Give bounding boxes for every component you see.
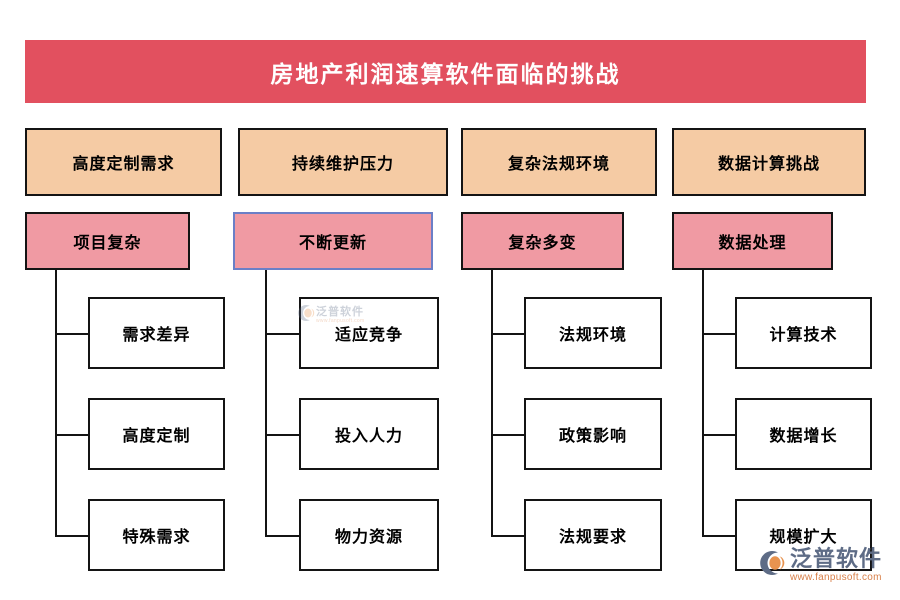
leaf-box-1-1[interactable]: 需求差异 (88, 297, 225, 369)
connector-stub-2-2 (265, 434, 299, 436)
leaf-box-1-3[interactable]: 特殊需求 (88, 499, 225, 571)
leaf-box-3-3[interactable]: 法规要求 (524, 499, 662, 571)
connector-stub-2-3 (265, 535, 299, 537)
leaf-box-3-2[interactable]: 政策影响 (524, 398, 662, 470)
watermark-url: www.fanpusoft.com (790, 572, 882, 583)
subcategory-box-3[interactable]: 复杂多变 (461, 212, 624, 270)
connector-trunk-1 (55, 270, 57, 535)
subcategory-box-4[interactable]: 数据处理 (672, 212, 833, 270)
connector-stub-3-2 (491, 434, 524, 436)
subcategory-box-1[interactable]: 项目复杂 (25, 212, 190, 270)
leaf-box-1-2[interactable]: 高度定制 (88, 398, 225, 470)
connector-stub-3-3 (491, 535, 524, 537)
connector-stub-4-3 (702, 535, 735, 537)
connector-trunk-4 (702, 270, 704, 535)
diagram-title: 房地产利润速算软件面临的挑战 (270, 60, 621, 87)
leaf-box-2-1[interactable]: 适应竞争 (299, 297, 439, 369)
leaf-box-2-3[interactable]: 物力资源 (299, 499, 439, 571)
connector-trunk-3 (491, 270, 493, 535)
connector-stub-1-3 (55, 535, 88, 537)
connector-stub-4-2 (702, 434, 735, 436)
connector-stub-1-2 (55, 434, 88, 436)
connector-stub-2-1 (265, 333, 299, 335)
diagram-title-banner: 房地产利润速算软件面临的挑战 (25, 40, 866, 103)
connector-trunk-2 (265, 270, 267, 535)
leaf-box-4-1[interactable]: 计算技术 (735, 297, 872, 369)
leaf-box-4-2[interactable]: 数据增长 (735, 398, 872, 470)
connector-stub-4-1 (702, 333, 735, 335)
category-box-1[interactable]: 高度定制需求 (25, 128, 222, 196)
leaf-box-3-1[interactable]: 法规环境 (524, 297, 662, 369)
connector-stub-3-1 (491, 333, 524, 335)
connector-stub-1-1 (55, 333, 88, 335)
subcategory-box-2[interactable]: 不断更新 (233, 212, 433, 270)
leaf-box-2-2[interactable]: 投入人力 (299, 398, 439, 470)
leaf-box-4-3[interactable]: 规模扩大 (735, 499, 872, 571)
category-box-2[interactable]: 持续维护压力 (238, 128, 448, 196)
category-box-3[interactable]: 复杂法规环境 (461, 128, 657, 196)
category-box-4[interactable]: 数据计算挑战 (672, 128, 866, 196)
